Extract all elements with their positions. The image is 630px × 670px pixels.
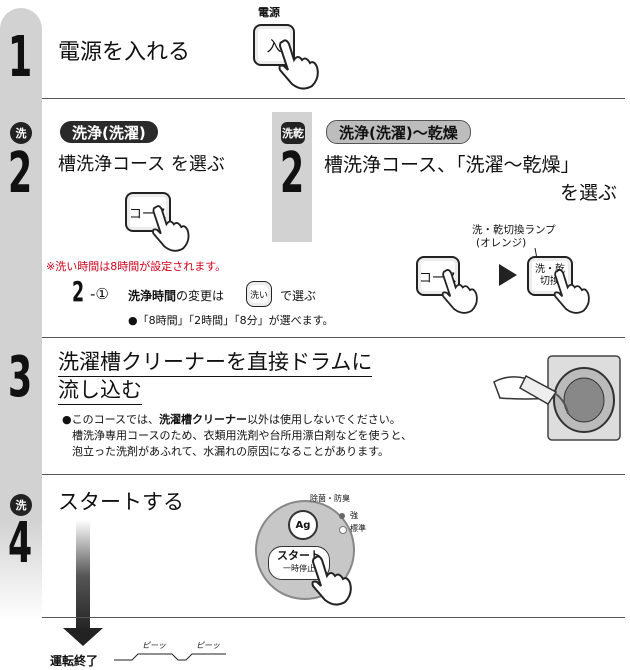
power-caption: 電源 (258, 6, 280, 19)
hand-pointer-icon (152, 205, 190, 252)
step-4-text: スタートする (58, 490, 184, 514)
wash-pill: 洗浄(洗濯) (60, 121, 158, 143)
substep-text: 洗浄時間の変更は (128, 287, 224, 304)
switch-label-2: 切換 (540, 276, 560, 287)
step-rail-fade (0, 520, 42, 620)
change-text: の変更は (176, 289, 225, 303)
start-label: スタート (277, 549, 321, 562)
substep-suffix: -① (90, 285, 109, 303)
pause-label: 一時停止 (283, 564, 315, 573)
wash-button-label: 洗い (249, 290, 268, 301)
time-options-note: ●「8時間」「2時間」「8分」が選べます。 (128, 314, 334, 327)
drum-pour-illustration (493, 355, 621, 441)
arrow-down-icon (63, 628, 103, 646)
step-3-line2: 流し込む (58, 374, 142, 405)
course-name: 槽洗浄コース (58, 154, 166, 175)
hand-pointer-icon (311, 555, 352, 606)
arrow-right-icon (499, 264, 517, 286)
substep-number: 2 (72, 275, 85, 308)
wash-dry-mode-icon: 洗乾 (281, 122, 305, 144)
wash-button[interactable]: 洗い (246, 281, 272, 307)
strong-label: 強 (350, 511, 358, 520)
warning-pre: ●このコースでは、 (62, 413, 160, 426)
divider-3 (42, 474, 625, 475)
step-3-number: 3 (8, 345, 33, 410)
step-1-number: 1 (8, 25, 33, 90)
step-2-alt-number: 2 (280, 141, 305, 206)
step-2-right-line2: を選ぶ (560, 182, 618, 204)
cleaner-warning-2: 槽洗浄専用コースのため、衣類用洗剤や台所用漂白剤などを使うと、 (72, 429, 413, 442)
operation-end-label: 運転終了 (50, 654, 99, 668)
divider-1 (42, 98, 625, 99)
step-2-right-line1: 槽洗浄コース、「洗濯～乾燥」 (324, 154, 580, 176)
step-3-line1: 洗濯槽クリーナーを直接ドラムに (58, 346, 373, 377)
sterilize-label: 除菌・防臭 (310, 494, 350, 503)
power-button-label: 入 (266, 36, 282, 55)
wash-mode-icon: 洗 (10, 494, 32, 516)
lamp-standard-icon (339, 526, 347, 534)
lamp-label: 洗・乾切換ランプ (472, 224, 556, 236)
progress-arrow-shaft (76, 520, 90, 632)
switch-label-1: 洗・乾 (535, 264, 565, 275)
step-2-number: 2 (8, 141, 33, 206)
step-2-left-text: 槽洗浄コース を選ぶ (58, 150, 225, 176)
wash-time-label: 洗浄時間 (128, 289, 177, 303)
select-text-2: で選ぶ (280, 289, 317, 303)
wash-mode-icon: 洗 (10, 122, 32, 144)
step-1-text: 電源を入れる (58, 40, 191, 65)
hand-pointer-icon (441, 269, 478, 314)
beep-text-2: ピーッ (196, 641, 220, 650)
cleaner-warning-1: ●このコースでは、洗濯槽クリーナー以外は使用しないでください。 (62, 411, 401, 427)
warning-cleaner: 洗濯槽クリーナー (159, 413, 248, 426)
lamp-color-label: (オレンジ) (476, 237, 527, 249)
hand-pointer-icon (278, 39, 319, 90)
lamp-strong-icon (339, 513, 345, 519)
divider-4 (42, 617, 625, 618)
beep-text-1: ピーッ (142, 641, 166, 650)
wash-time-note: ※洗い時間は8時間が設定されます。 (46, 260, 227, 273)
wash-dry-pill: 洗浄(洗濯)～乾燥 (326, 120, 471, 144)
hand-pointer-icon (553, 269, 590, 314)
select-text: を選ぶ (165, 154, 225, 175)
divider-2 (42, 337, 625, 338)
warning-post: 以外は使用しないでください。 (247, 413, 401, 426)
beep-zigzag-icon (114, 653, 226, 661)
ag-button[interactable]: Ag (288, 510, 318, 540)
cleaner-warning-3: 泡立った洗剤があふれて、水漏れの原因になることがあります。 (72, 445, 390, 458)
standard-label: 標準 (350, 524, 366, 533)
step-4-number: 4 (8, 511, 33, 576)
